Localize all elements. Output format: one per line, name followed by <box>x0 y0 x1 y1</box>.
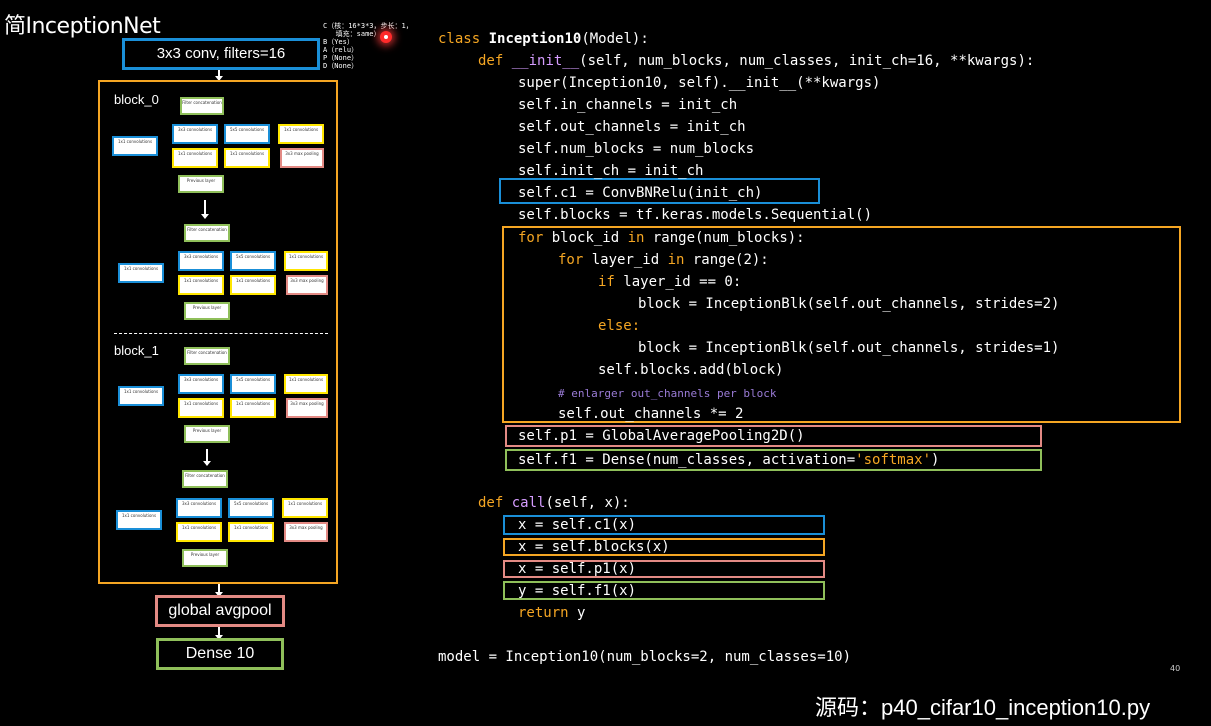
previous-layer: Previous layer <box>184 425 230 443</box>
code-line-21: def call(self, x): <box>478 495 630 511</box>
code-line-4: self.in_channels = init_ch <box>518 97 738 113</box>
code-line-19: self.p1 = GlobalAveragePooling2D() <box>518 428 805 444</box>
highlight-call-c1 <box>503 515 825 535</box>
conv1-right: 1x1 convolutions <box>284 251 328 271</box>
code-line-2: def __init__(self, num_blocks, num_class… <box>478 53 1035 69</box>
conv1-b: 1x1 convolutions <box>224 148 270 168</box>
highlight-c1 <box>499 178 820 204</box>
code-comment: # enlarger out_channels per block <box>558 387 777 400</box>
maxpool: 3x3 max pooling <box>286 398 328 418</box>
laser-pointer <box>380 31 392 43</box>
blocks-container <box>98 80 338 584</box>
highlight-blocks <box>502 226 1181 423</box>
highlight-call-p1 <box>503 560 825 578</box>
highlight-f1 <box>505 449 1042 471</box>
conv1-a: 1x1 convolutions <box>172 148 218 168</box>
conv3: 3x3 convolutions <box>176 498 222 518</box>
conv1-left: 1x1 convolutions <box>116 510 162 530</box>
code-line-8: self.c1 = ConvBNRelu(init_ch) <box>518 185 763 201</box>
code-line-12: if layer_id == 0: <box>598 274 742 290</box>
code-line-26: return y <box>518 605 586 621</box>
conv1-b: 1x1 convolutions <box>230 398 276 418</box>
arrow-m3-m4 <box>203 449 211 466</box>
code-line-20: self.f1 = Dense(num_classes, activation=… <box>518 452 940 468</box>
block1-label: block_1 <box>114 343 159 358</box>
code-line-7: self.init_ch = init_ch <box>518 163 704 179</box>
conv1-b: 1x1 convolutions <box>230 275 276 295</box>
conv1-a: 1x1 convolutions <box>178 398 224 418</box>
conv1-left: 1x1 convolutions <box>112 136 158 156</box>
conv3: 3x3 convolutions <box>172 124 218 144</box>
conv1-right: 1x1 convolutions <box>284 374 328 394</box>
arrow-conv-block <box>215 70 223 81</box>
previous-layer: Previous layer <box>184 302 230 320</box>
conv5: 5x5 convolutions <box>224 124 270 144</box>
conv1-right: 1x1 convolutions <box>282 498 328 518</box>
global-avgpool-box: global avgpool <box>155 595 285 627</box>
code-line-9: self.blocks = tf.keras.models.Sequential… <box>518 207 873 223</box>
conv-box: 3x3 conv, filters=16 <box>122 38 320 70</box>
highlight-p1 <box>505 425 1042 447</box>
previous-layer: Previous layer <box>182 549 228 567</box>
dense-box: Dense 10 <box>156 638 284 670</box>
code-line-25: y = self.f1(x) <box>518 583 637 599</box>
code-line-5: self.out_channels = init_ch <box>518 119 746 135</box>
code-line-27: model = Inception10(num_blocks=2, num_cl… <box>438 649 852 665</box>
conv1-right: 1x1 convolutions <box>278 124 324 144</box>
block-divider <box>114 333 328 334</box>
arrow-block-pool <box>215 584 223 597</box>
code-line-18: self.out_channels *= 2 <box>558 406 744 422</box>
page-number: 40 <box>1170 664 1181 673</box>
maxpool: 3x3 max pooling <box>280 148 324 168</box>
code-line-11: for layer_id in range(2): <box>558 252 769 268</box>
page-title: 简InceptionNet <box>4 14 161 39</box>
code-line-23: x = self.blocks(x) <box>518 539 670 555</box>
filter-concat: Filter concatenation <box>184 347 230 365</box>
arrow-pool-dense <box>215 627 223 640</box>
filter-concat: Filter concatenation <box>184 224 230 242</box>
source-file-label: 源码：p40_cifar10_inception10.py <box>815 695 1151 720</box>
conv3: 3x3 convolutions <box>178 251 224 271</box>
arrow-m1-m2 <box>201 200 209 219</box>
conv1-a: 1x1 convolutions <box>178 275 224 295</box>
conv1-a: 1x1 convolutions <box>176 522 222 542</box>
code-line-13: block = InceptionBlk(self.out_channels, … <box>638 296 1060 312</box>
code-line-14: else: <box>598 318 641 334</box>
code-line-1: class Inception10(Model): <box>438 31 649 47</box>
highlight-call-blocks <box>503 538 825 556</box>
conv5: 5x5 convolutions <box>230 374 276 394</box>
conv1-b: 1x1 convolutions <box>228 522 274 542</box>
code-line-10: for block_id in range(num_blocks): <box>518 230 805 246</box>
conv1-left: 1x1 convolutions <box>118 386 164 406</box>
code-line-24: x = self.p1(x) <box>518 561 637 577</box>
conv5: 5x5 convolutions <box>228 498 274 518</box>
maxpool: 3x3 max pooling <box>284 522 328 542</box>
code-line-15: block = InceptionBlk(self.out_channels, … <box>638 340 1060 356</box>
code-line-16: self.blocks.add(block) <box>598 362 784 378</box>
code-line-3: super(Inception10, self).__init__(**kwar… <box>518 75 881 91</box>
code-line-6: self.num_blocks = num_blocks <box>518 141 755 157</box>
highlight-call-f1 <box>503 581 825 600</box>
code-line-22: x = self.c1(x) <box>518 517 637 533</box>
filter-concat: Filter concatenation <box>180 97 224 115</box>
conv5: 5x5 convolutions <box>230 251 276 271</box>
maxpool: 3x3 max pooling <box>286 275 328 295</box>
filter-concat: Filter concatenation <box>182 470 228 488</box>
conv3: 3x3 convolutions <box>178 374 224 394</box>
conv-params: C（核：16*3*3，步长：1， 填充：same） B（Yes） A（relu）… <box>323 22 413 70</box>
previous-layer: Previous layer <box>178 175 224 193</box>
conv1-left: 1x1 convolutions <box>118 263 164 283</box>
block0-label: block_0 <box>114 92 159 107</box>
